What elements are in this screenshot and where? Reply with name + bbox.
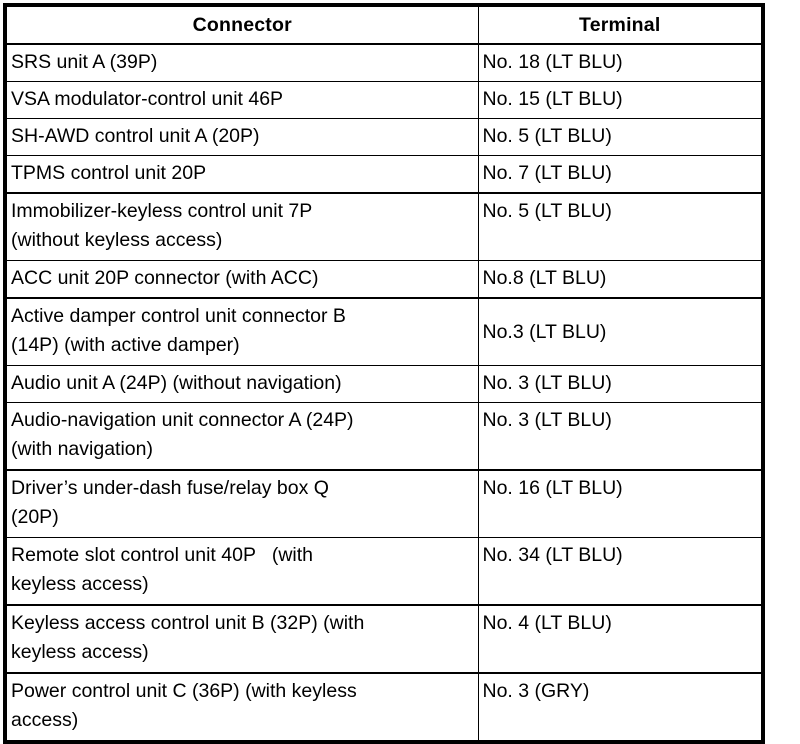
cell-terminal: No. 3 (LT BLU) — [477, 365, 764, 403]
column-header-terminal: Terminal — [477, 4, 764, 45]
cell-connector: Remote slot control unit 40P (with keyle… — [4, 537, 479, 606]
column-header-connector: Connector — [4, 4, 479, 45]
cell-connector: Driver’s under-dash fuse/relay box Q (20… — [4, 469, 479, 538]
connector-terminal-table: Connector Terminal SRS unit A (39P) No. … — [3, 3, 765, 744]
cell-terminal: No. 3 (LT BLU) — [477, 402, 764, 471]
table-row: Audio-navigation unit connector A (24P) … — [4, 402, 764, 471]
table-row: TPMS control unit 20P No. 7 (LT BLU) — [4, 155, 764, 194]
cell-connector: Keyless access control unit B (32P) (wit… — [4, 604, 479, 674]
cell-connector: Audio-navigation unit connector A (24P) … — [4, 402, 479, 471]
cell-terminal: No.8 (LT BLU) — [477, 260, 764, 299]
table-row: Driver’s under-dash fuse/relay box Q (20… — [4, 469, 764, 538]
table-row: ACC unit 20P connector (with ACC) No.8 (… — [4, 260, 764, 299]
table-row: Immobilizer-keyless control unit 7P (wit… — [4, 192, 764, 261]
table-header: Connector Terminal — [4, 4, 764, 45]
cell-connector: SH-AWD control unit A (20P) — [4, 118, 479, 156]
table-row: Active damper control unit connector B (… — [4, 297, 764, 366]
cell-terminal: No.3 (LT BLU) — [477, 297, 764, 366]
cell-terminal: No. 7 (LT BLU) — [477, 155, 764, 194]
cell-terminal: No. 5 (LT BLU) — [477, 118, 764, 156]
cell-connector: Immobilizer-keyless control unit 7P (wit… — [4, 192, 479, 261]
table-row: SH-AWD control unit A (20P) No. 5 (LT BL… — [4, 118, 764, 156]
table-row: Remote slot control unit 40P (with keyle… — [4, 537, 764, 606]
table-row: SRS unit A (39P) No. 18 (LT BLU) — [4, 43, 764, 82]
cell-terminal: No. 34 (LT BLU) — [477, 537, 764, 606]
cell-terminal: No. 15 (LT BLU) — [477, 81, 764, 119]
table-row: Power control unit C (36P) (with keyless… — [4, 672, 764, 743]
cell-connector: SRS unit A (39P) — [4, 43, 479, 82]
table-header-row: Connector Terminal — [4, 4, 764, 45]
cell-terminal: No. 16 (LT BLU) — [477, 469, 764, 538]
cell-connector: ACC unit 20P connector (with ACC) — [4, 260, 479, 299]
cell-connector: Power control unit C (36P) (with keyless… — [4, 672, 479, 743]
table-row: Keyless access control unit B (32P) (wit… — [4, 604, 764, 674]
table-row: Audio unit A (24P) (without navigation) … — [4, 365, 764, 403]
cell-terminal: No. 3 (GRY) — [477, 672, 764, 743]
cell-terminal: No. 18 (LT BLU) — [477, 43, 764, 82]
table-body: SRS unit A (39P) No. 18 (LT BLU) VSA mod… — [4, 43, 764, 743]
cell-connector: Audio unit A (24P) (without navigation) — [4, 365, 479, 403]
cell-terminal: No. 5 (LT BLU) — [477, 192, 764, 261]
cell-terminal: No. 4 (LT BLU) — [477, 604, 764, 674]
cell-connector: Active damper control unit connector B (… — [4, 297, 479, 366]
table-row: VSA modulator-control unit 46P No. 15 (L… — [4, 81, 764, 119]
cell-connector: VSA modulator-control unit 46P — [4, 81, 479, 119]
cell-connector: TPMS control unit 20P — [4, 155, 479, 194]
